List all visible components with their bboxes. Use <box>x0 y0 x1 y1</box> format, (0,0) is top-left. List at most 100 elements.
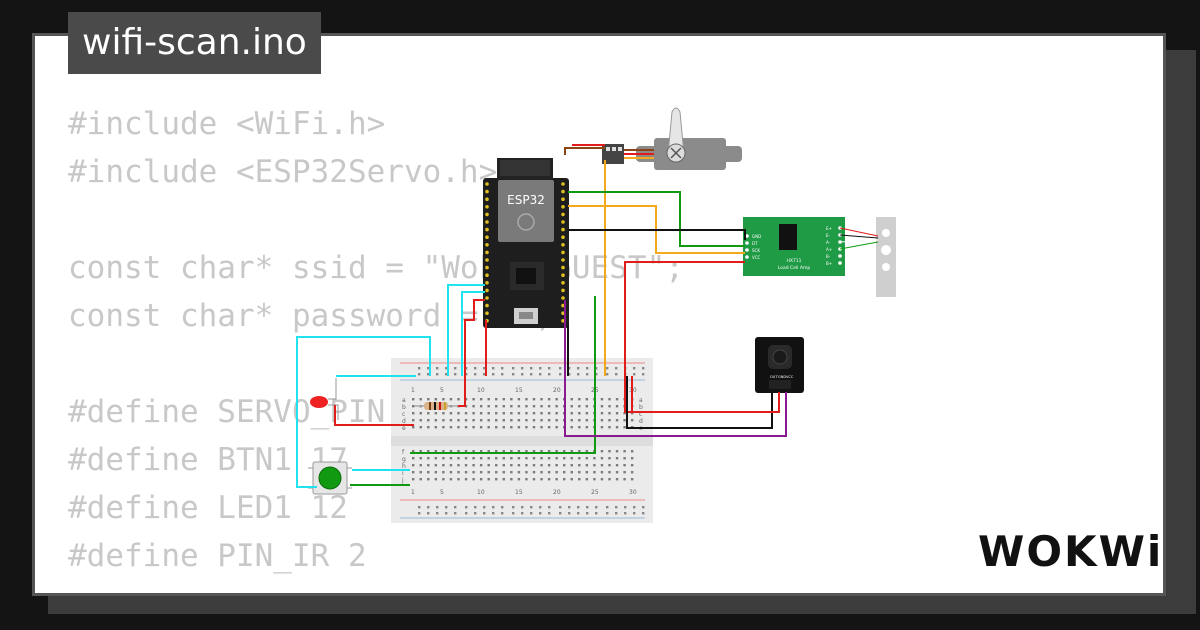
breadboard-hole <box>593 457 596 460</box>
hx711-pin-label: GND <box>752 234 761 239</box>
breadboard-hole <box>474 373 477 376</box>
hx711-pin-label: DT <box>752 241 758 246</box>
breadboard-hole <box>412 419 415 422</box>
breadboard-hole <box>434 419 438 422</box>
breadboard-hole <box>600 405 604 408</box>
load-cell <box>839 217 896 297</box>
breadboard-hole <box>487 412 490 415</box>
breadboard-hole <box>442 419 445 422</box>
breadboard-hole <box>427 506 430 509</box>
breadboard-hole <box>427 398 430 401</box>
breadboard-hole <box>418 373 421 376</box>
breadboard-hole <box>517 457 521 460</box>
breadboard-hole <box>449 450 453 453</box>
wire-cyan <box>296 336 431 488</box>
breadboard-hole <box>585 450 589 453</box>
esp32-pin <box>561 182 565 186</box>
esp32-pin <box>561 220 565 224</box>
breadboard-hole <box>606 512 609 515</box>
hx711-subtitle: Load Cell Amp <box>778 265 811 271</box>
breadboard-hole <box>465 373 468 376</box>
breadboard-hole <box>547 426 551 429</box>
wire-cyan <box>461 291 485 376</box>
breadboard-hole <box>436 512 439 515</box>
breadboard-hole <box>547 398 551 401</box>
breadboard-hole <box>608 419 611 422</box>
breadboard-hole <box>532 405 536 408</box>
breadboard-hole <box>449 398 453 401</box>
breadboard-hole <box>548 506 551 509</box>
wire-black <box>626 376 773 429</box>
breadboard-hole <box>419 464 422 467</box>
breadboard-hole <box>492 373 495 376</box>
breadboard-hole <box>512 512 515 515</box>
breadboard-hole <box>474 506 477 509</box>
breadboard-hole <box>419 412 422 415</box>
breadboard-hole <box>510 471 513 474</box>
breadboard-hole <box>418 512 421 515</box>
breadboard-hole <box>512 367 515 370</box>
breadboard-holes <box>412 367 645 515</box>
esp32-pin <box>485 250 489 255</box>
breadboard-hole <box>623 426 626 429</box>
breadboard-hole <box>479 457 483 460</box>
bb-col-label: 15 <box>515 489 523 496</box>
breadboard-hole <box>540 405 543 408</box>
breadboard-hole <box>445 506 448 509</box>
code-line: #define LED1 12 <box>68 490 348 526</box>
breadboard-hole <box>472 464 475 467</box>
hx711-pin-label: E- <box>826 233 831 238</box>
breadboard-hole <box>568 506 571 509</box>
breadboard-hole <box>412 471 415 474</box>
bb-row-label: j <box>401 477 404 484</box>
breadboard-hole <box>586 506 589 509</box>
breadboard-hole <box>419 471 422 474</box>
breadboard-hole <box>510 464 513 467</box>
breadboard-hole <box>510 457 513 460</box>
breadboard-hole <box>630 464 634 467</box>
bb-row-label: c <box>639 411 642 418</box>
breadboard-hole <box>559 367 562 370</box>
breadboard-hole <box>427 512 430 515</box>
bb-row-label: b <box>402 404 406 411</box>
breadboard-hole <box>600 471 604 474</box>
esp32-pin <box>485 182 489 186</box>
breadboard-hole <box>412 478 415 481</box>
breadboard-hole <box>633 373 636 376</box>
bb-col-label: 20 <box>553 387 561 394</box>
breadboard-hole <box>434 478 438 481</box>
breadboard-hole <box>595 367 598 370</box>
breadboard-hole <box>464 398 468 401</box>
code-line: #include <ESP32Servo.h> <box>68 154 498 190</box>
breadboard-hole <box>502 450 505 453</box>
hx711-pin-label: E+ <box>826 226 832 231</box>
breadboard-hole <box>427 367 430 370</box>
breadboard-hole <box>578 398 581 401</box>
breadboard-hole <box>624 506 627 509</box>
breadboard-hole <box>608 464 611 467</box>
esp32-pin <box>561 212 565 217</box>
breadboard-hole <box>585 471 589 474</box>
bb-col-label: 10 <box>477 387 485 394</box>
breadboard-hole <box>555 398 558 401</box>
breadboard-hole <box>585 426 589 429</box>
breadboard-hole <box>487 478 490 481</box>
breadboard-hole <box>600 412 604 415</box>
breadboard-hole <box>532 426 536 429</box>
esp32-pin <box>561 311 565 316</box>
breadboard-hole <box>615 412 619 415</box>
breadboard-hole <box>449 457 453 460</box>
breadboard-hole <box>586 512 589 515</box>
breadboard-hole <box>454 506 457 509</box>
esp32-pin <box>485 220 489 224</box>
breadboard-hole <box>442 478 445 481</box>
wire-red <box>334 405 414 426</box>
breadboard-hole <box>532 471 536 474</box>
breadboard-hole <box>532 419 536 422</box>
breadboard-hole <box>559 506 562 509</box>
breadboard: 1 5 10 15 20 25 30 1 5 10 15 20 25 30 a … <box>391 358 653 523</box>
breadboard-hole <box>642 367 645 370</box>
breadboard-hole <box>525 478 528 481</box>
push-button <box>308 461 352 495</box>
breadboard-hole <box>502 478 505 481</box>
